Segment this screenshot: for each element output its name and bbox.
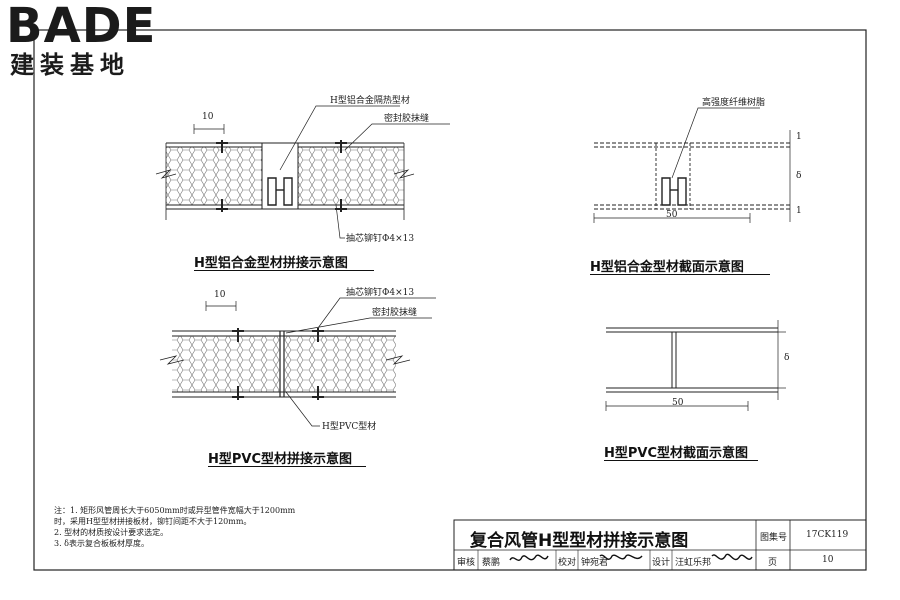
fig3-caption-underline	[208, 466, 366, 467]
logo-wordmark: BADE	[6, 0, 157, 54]
design-label: 设计	[652, 558, 671, 568]
fig2-delta-label: δ	[796, 171, 802, 181]
review-label: 审核	[457, 558, 476, 568]
fig2-top-label: 1	[796, 132, 802, 142]
drawing-frame	[33, 29, 867, 571]
page-number: 10	[822, 555, 834, 565]
designer-name: 汪虹乐邦	[675, 558, 712, 568]
atlas-number: 17CK119	[806, 530, 849, 540]
title-block-grid	[453, 519, 867, 571]
fig2-bottom-label: 1	[796, 206, 802, 216]
drawing-title: 复合风管H型型材拼接示意图	[470, 531, 689, 551]
reviewer-signature	[509, 554, 549, 561]
note-line: 时，采用H型型材拼接板材，铆钉间距不大于120mm。	[54, 517, 252, 526]
atlas-label: 图集号	[760, 533, 788, 543]
fig3-dim-label: 10	[214, 290, 226, 300]
fig4-caption-underline	[604, 460, 758, 461]
fig1-caption-underline	[194, 270, 374, 271]
fig3-seal-label: 密封胶抹缝	[372, 308, 418, 318]
reviewer-name: 蔡鹏	[482, 558, 501, 568]
fig3-caption: H型PVC型材拼接示意图	[208, 452, 353, 467]
fig1-caption: H型铝合金型材拼接示意图	[194, 256, 348, 271]
fig2-resin-label: 高强度纤维树脂	[702, 98, 766, 108]
fig2-caption-underline	[590, 274, 770, 275]
checker-signature	[599, 554, 643, 560]
fig3-panel-joint	[159, 297, 436, 427]
fig3-rivet-label: 抽芯铆钉Φ4×13	[346, 288, 415, 298]
fig1-h-alu-label: H型铝合金隔热型材	[330, 96, 410, 106]
fig2-section	[593, 107, 791, 223]
logo-subtitle: 建装基地	[10, 51, 130, 79]
fig1-seal-label: 密封胶抹缝	[384, 114, 430, 124]
fig3-h-pvc-label: H型PVC型材	[322, 422, 377, 432]
fig1-rivet-label: 抽芯铆钉Φ4×13	[346, 234, 415, 244]
check-label: 校对	[558, 558, 577, 568]
fig2-width-label: 50	[666, 210, 678, 220]
fig2-caption: H型铝合金型材截面示意图	[590, 260, 744, 275]
note-line: 3. δ表示复合板板材厚度。	[54, 539, 149, 548]
checker-name: 钟宛君	[581, 558, 609, 568]
fig4-caption: H型PVC型材截面示意图	[604, 446, 749, 461]
note-line: 注：1. 矩形风管周长大于6050mm时或异型管件宽幅大于1200mm	[54, 506, 296, 515]
fig4-delta-label: δ	[784, 353, 790, 363]
fig1-panel-joint	[155, 105, 450, 239]
fig4-section	[605, 320, 786, 411]
page-label: 页	[768, 558, 778, 568]
note-line: 2. 型材的材质按设计要求选定。	[54, 528, 169, 537]
fig1-dim-label: 10	[202, 112, 214, 122]
fig4-width-label: 50	[672, 398, 684, 408]
designer-signature	[711, 553, 753, 561]
notes-block: 注：1. 矩形风管周长大于6050mm时或异型管件宽幅大于1200mm 时，采用…	[54, 505, 295, 549]
